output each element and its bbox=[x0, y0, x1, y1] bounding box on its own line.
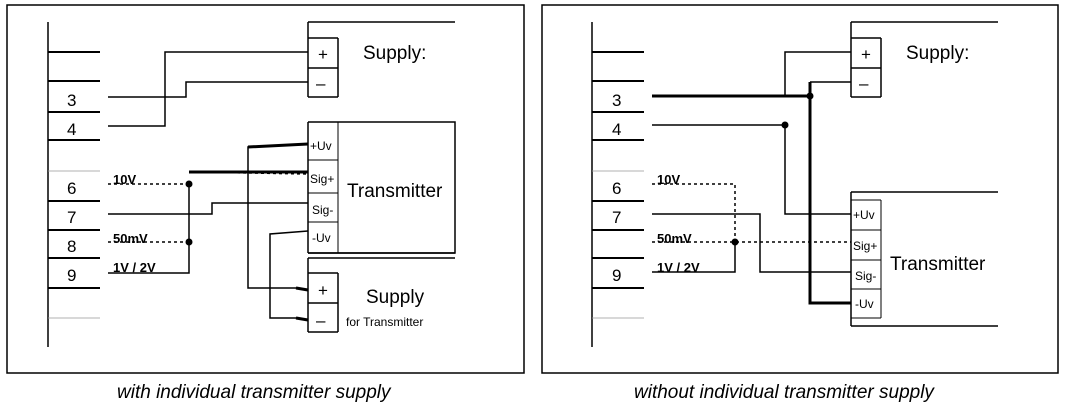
right-pin-minus-uv: -Uv bbox=[855, 297, 874, 311]
left-junction-50mv bbox=[185, 238, 193, 246]
right-panel-frame bbox=[541, 4, 1059, 374]
left-tsupply-minus: – bbox=[316, 311, 326, 330]
left-tap-1v2v: 1V / 2V bbox=[113, 260, 156, 275]
left-tsupply-label: Supply bbox=[366, 287, 425, 308]
left-terminal-4: 4 bbox=[67, 120, 76, 139]
left-wires bbox=[108, 51, 309, 322]
right-terminal-3: 3 bbox=[612, 91, 621, 110]
left-panel: 3 4 6 7 8 9 10V 50mV 1V / 2V + – Supply: bbox=[6, 4, 525, 403]
left-caption: with individual transmitter supply bbox=[117, 382, 392, 403]
left-pin-sig-minus: Sig- bbox=[312, 203, 333, 217]
right-supply-plus: + bbox=[861, 45, 871, 64]
right-dotted-taps bbox=[652, 183, 851, 243]
left-supply-plus: + bbox=[318, 45, 328, 64]
left-junction-10v bbox=[185, 180, 193, 188]
right-supply-terminals bbox=[850, 21, 998, 98]
left-terminal-strip bbox=[47, 22, 100, 347]
left-supply-terminals bbox=[307, 21, 455, 98]
right-supply-minus: – bbox=[859, 74, 869, 93]
right-caption: without individual transmitter supply bbox=[634, 382, 935, 403]
left-tsupply-plus: + bbox=[318, 281, 328, 300]
left-tap-50mv: 50mV bbox=[113, 231, 148, 246]
left-pin-minus-uv: -Uv bbox=[312, 231, 331, 245]
left-terminal-8: 8 bbox=[67, 237, 76, 256]
right-terminal-7: 7 bbox=[612, 208, 621, 227]
right-wires bbox=[652, 51, 851, 305]
left-supply-label: Supply: bbox=[363, 43, 426, 64]
right-terminal-6: 6 bbox=[612, 179, 621, 198]
right-tap-10v: 10V bbox=[657, 172, 680, 187]
left-terminal-9: 9 bbox=[67, 266, 76, 285]
left-pin-plus-uv: +Uv bbox=[310, 139, 332, 153]
right-pin-sig-plus: Sig+ bbox=[853, 239, 877, 253]
left-terminal-6: 6 bbox=[67, 179, 76, 198]
right-pin-sig-minus: Sig- bbox=[855, 269, 876, 283]
right-supply-label: Supply: bbox=[906, 43, 969, 64]
left-pin-sig-plus: Sig+ bbox=[310, 172, 334, 186]
right-terminal-9: 9 bbox=[612, 266, 621, 285]
left-panel-frame bbox=[6, 4, 525, 374]
left-tap-10v: 10V bbox=[113, 172, 136, 187]
left-dotted-taps bbox=[108, 171, 309, 243]
right-junction-50mv bbox=[731, 238, 739, 246]
right-transmitter-label: Transmitter bbox=[890, 254, 986, 275]
right-tap-50mv: 50mV bbox=[657, 231, 692, 246]
left-supply-minus: – bbox=[316, 74, 326, 93]
left-terminal-3: 3 bbox=[67, 91, 76, 110]
right-terminal-4: 4 bbox=[612, 120, 621, 139]
left-transmitter-label: Transmitter bbox=[347, 181, 443, 202]
left-tsupply-sublabel: for Transmitter bbox=[346, 315, 423, 329]
left-terminal-7: 7 bbox=[67, 208, 76, 227]
right-pin-plus-uv: +Uv bbox=[853, 208, 875, 222]
right-junction-3 bbox=[806, 92, 814, 100]
right-junction-4 bbox=[781, 121, 789, 129]
right-panel: 3 4 6 7 9 10V 50mV 1V / 2V + – Supply: bbox=[541, 4, 1059, 403]
right-terminal-strip bbox=[591, 22, 644, 347]
